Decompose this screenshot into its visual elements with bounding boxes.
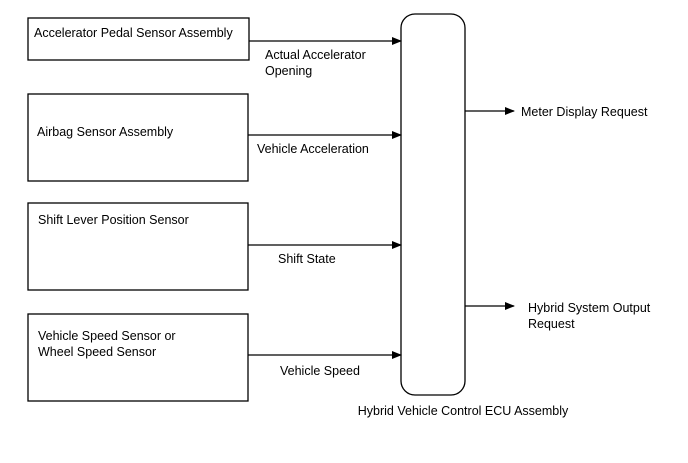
signal-label: Vehicle Acceleration: [257, 142, 369, 156]
sensor-box: [27, 93, 249, 182]
output-hybrid-system: Hybrid System Output Request: [465, 301, 654, 331]
signal-label: Actual Accelerator Opening: [265, 48, 369, 78]
ecu-block: [400, 13, 466, 396]
sensor-label: Accelerator Pedal Sensor Assembly: [34, 26, 233, 40]
output-label: Meter Display Request: [521, 105, 648, 119]
sensor-label: Airbag Sensor Assembly: [37, 125, 174, 139]
sensor-vehicle-speed: Vehicle Speed Sensor or Wheel Speed Sens…: [27, 313, 402, 402]
sensor-box: [27, 202, 249, 291]
signal-label: Vehicle Speed: [280, 364, 360, 378]
signal-label: Shift State: [278, 252, 336, 266]
ecu-label: Hybrid Vehicle Control ECU Assembly: [358, 404, 569, 418]
sensor-box: [27, 313, 249, 402]
sensor-label: Shift Lever Position Sensor: [38, 213, 189, 227]
output-label: Hybrid System Output Request: [528, 301, 654, 331]
output-meter-display: Meter Display Request: [465, 105, 648, 119]
sensor-shift-lever: Shift Lever Position Sensor Shift State: [27, 202, 402, 291]
sensor-accelerator-pedal: Accelerator Pedal Sensor Assembly Actual…: [27, 17, 402, 78]
sensor-airbag: Airbag Sensor Assembly Vehicle Accelerat…: [27, 93, 402, 182]
sensor-label: Vehicle Speed Sensor or Wheel Speed Sens…: [38, 329, 179, 359]
sensor-box: [27, 17, 250, 61]
